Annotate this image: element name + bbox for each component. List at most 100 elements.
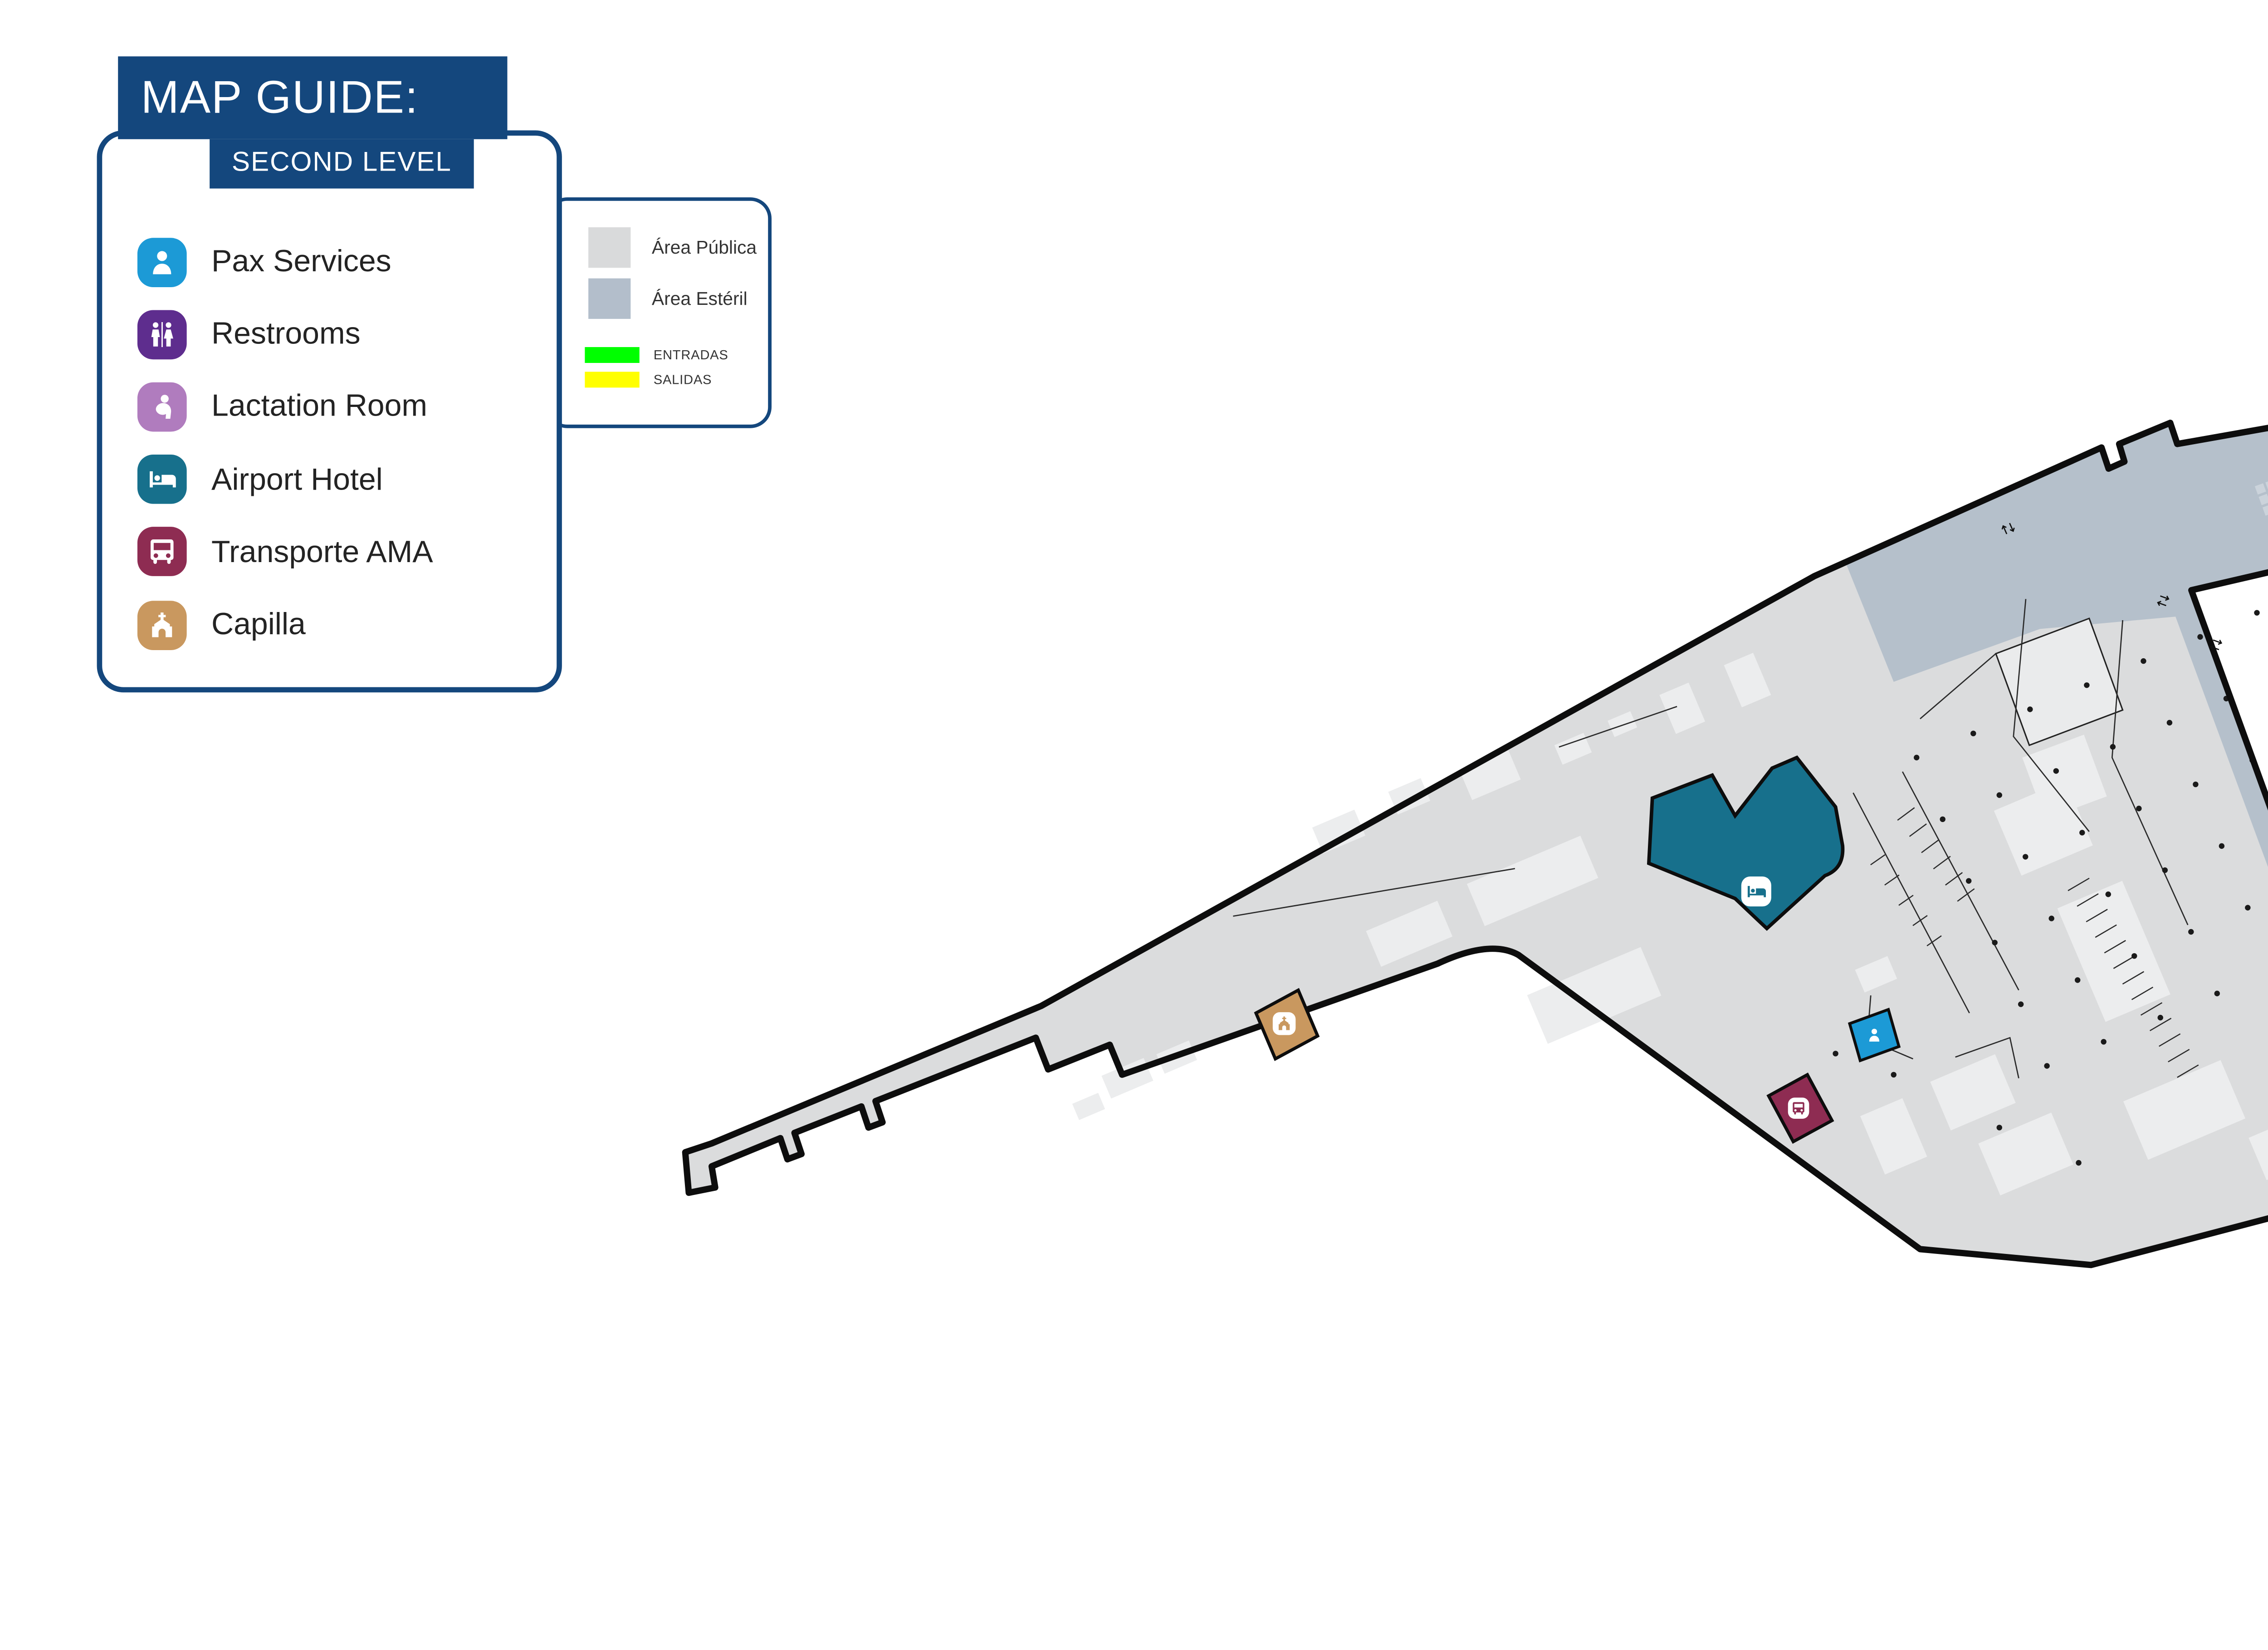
pax-services-icon xyxy=(137,237,187,287)
column-dot xyxy=(2166,720,2173,726)
column-dot xyxy=(1996,792,2002,798)
interior-rooms xyxy=(1072,652,2268,1196)
room-shape xyxy=(1527,947,1662,1044)
seating-grid xyxy=(2254,479,2268,516)
wall-line xyxy=(1901,771,2019,991)
page-subtitle: SECOND LEVEL xyxy=(231,148,452,178)
legend-item-airport-hotel: Airport Hotel xyxy=(137,443,433,516)
queue-tick xyxy=(2086,909,2108,922)
room-shape xyxy=(1072,1092,1105,1120)
second-level-box: SECOND LEVEL xyxy=(210,139,474,189)
column-dot xyxy=(2131,953,2137,959)
column-dot xyxy=(2101,1039,2107,1045)
legend-item-lactation-room: Lactation Room xyxy=(137,371,433,443)
wall-lines xyxy=(1233,599,2189,1078)
room-shape xyxy=(1930,1054,2016,1131)
area-esteril-shape xyxy=(1846,423,2268,867)
column-dot xyxy=(2254,610,2260,616)
column-dot xyxy=(2018,1001,2024,1007)
queue-tick xyxy=(2168,1049,2190,1062)
column-dot xyxy=(2110,744,2116,750)
salidas-swatch xyxy=(585,371,640,387)
area-esteril-swatch xyxy=(588,278,631,319)
queue-tick xyxy=(1926,935,1942,946)
column-dot xyxy=(2219,843,2225,849)
column-dot xyxy=(2027,706,2033,712)
queue-tick xyxy=(2095,924,2117,938)
queue-lines xyxy=(1870,807,2199,1078)
queue-tick xyxy=(1921,839,1939,853)
queue-tick xyxy=(1909,823,1927,837)
legend-item-capilla: Capilla xyxy=(137,588,433,661)
room-shape xyxy=(1659,682,1706,734)
column-dot xyxy=(2044,1063,2050,1069)
column-dot xyxy=(1833,1051,1838,1057)
entradas-label: ENTRADAS xyxy=(653,347,728,363)
area-publica-row: Área Pública xyxy=(588,227,757,268)
room-shape xyxy=(2123,1060,2246,1160)
queue-tick xyxy=(1884,874,1900,886)
lactation-room-icon xyxy=(137,382,187,432)
queue-tick xyxy=(1957,888,1975,902)
airport-hotel-icon xyxy=(1741,876,1771,907)
legend-item-transporte-ama: Transporte AMA xyxy=(137,516,433,588)
room-shape xyxy=(1860,1098,1927,1175)
column-dot xyxy=(2076,1160,2082,1166)
wall-line xyxy=(1955,1037,2019,1078)
airport-hotel-building xyxy=(1647,755,1845,931)
wall-line xyxy=(2013,599,2090,832)
column-dot xyxy=(1940,816,1945,823)
queue-tick xyxy=(2159,1033,2181,1047)
area-publica-swatch xyxy=(588,227,631,268)
legend-item-label: Restrooms xyxy=(211,316,361,351)
column-dot xyxy=(1992,940,1998,945)
column-dots xyxy=(1833,610,2260,1166)
column-dot xyxy=(2048,916,2054,921)
room-shape xyxy=(1466,836,1598,926)
pax-services-building xyxy=(1848,1008,1901,1062)
legend-item-label: Capilla xyxy=(211,606,306,641)
column-dot xyxy=(2084,682,2090,688)
capilla-icon xyxy=(1272,1012,1296,1035)
queue-tick xyxy=(2068,877,2090,891)
column-dot xyxy=(2157,1014,2163,1021)
entradas-swatch xyxy=(585,347,640,363)
queue-tick xyxy=(2113,955,2135,969)
room-shape xyxy=(1312,809,1366,854)
transporte-ama-icon xyxy=(137,527,187,577)
capilla-icon xyxy=(137,600,187,650)
column-dot xyxy=(2023,854,2028,860)
column-dot xyxy=(2079,830,2085,836)
column-dot xyxy=(2214,990,2220,997)
column-dot xyxy=(1891,1072,1897,1078)
seating-block xyxy=(2258,494,2268,505)
terminal-outline xyxy=(682,420,2268,1268)
queue-tick xyxy=(2122,971,2145,985)
seating-block xyxy=(2262,504,2268,516)
room-shape xyxy=(1366,901,1453,967)
legend-item-restrooms: Restrooms xyxy=(137,298,433,371)
legend-item-label: Pax Services xyxy=(211,243,391,279)
interior-building xyxy=(1995,617,2124,746)
wall-line xyxy=(1853,792,1970,1014)
queue-tick xyxy=(2104,940,2126,954)
legend-item-label: Transporte AMA xyxy=(211,534,433,569)
queue-tick xyxy=(1933,856,1951,870)
room-shape xyxy=(1460,750,1521,800)
queue-tick xyxy=(1898,895,1914,906)
queue-tick xyxy=(2077,893,2099,907)
room-shape xyxy=(1978,1112,2073,1196)
map-guide-title-box: MAP GUIDE: xyxy=(118,56,508,139)
column-dot xyxy=(1970,730,1976,736)
queue-tick xyxy=(1870,854,1886,866)
transporte-ama-icon xyxy=(1788,1097,1809,1119)
page-title: MAP GUIDE: xyxy=(141,70,419,123)
wall-line xyxy=(1559,705,1677,748)
column-dot xyxy=(2193,781,2199,788)
area-esteril-label: Área Estéril xyxy=(651,288,748,309)
queue-tick xyxy=(1897,807,1915,821)
column-dot xyxy=(2053,768,2059,774)
